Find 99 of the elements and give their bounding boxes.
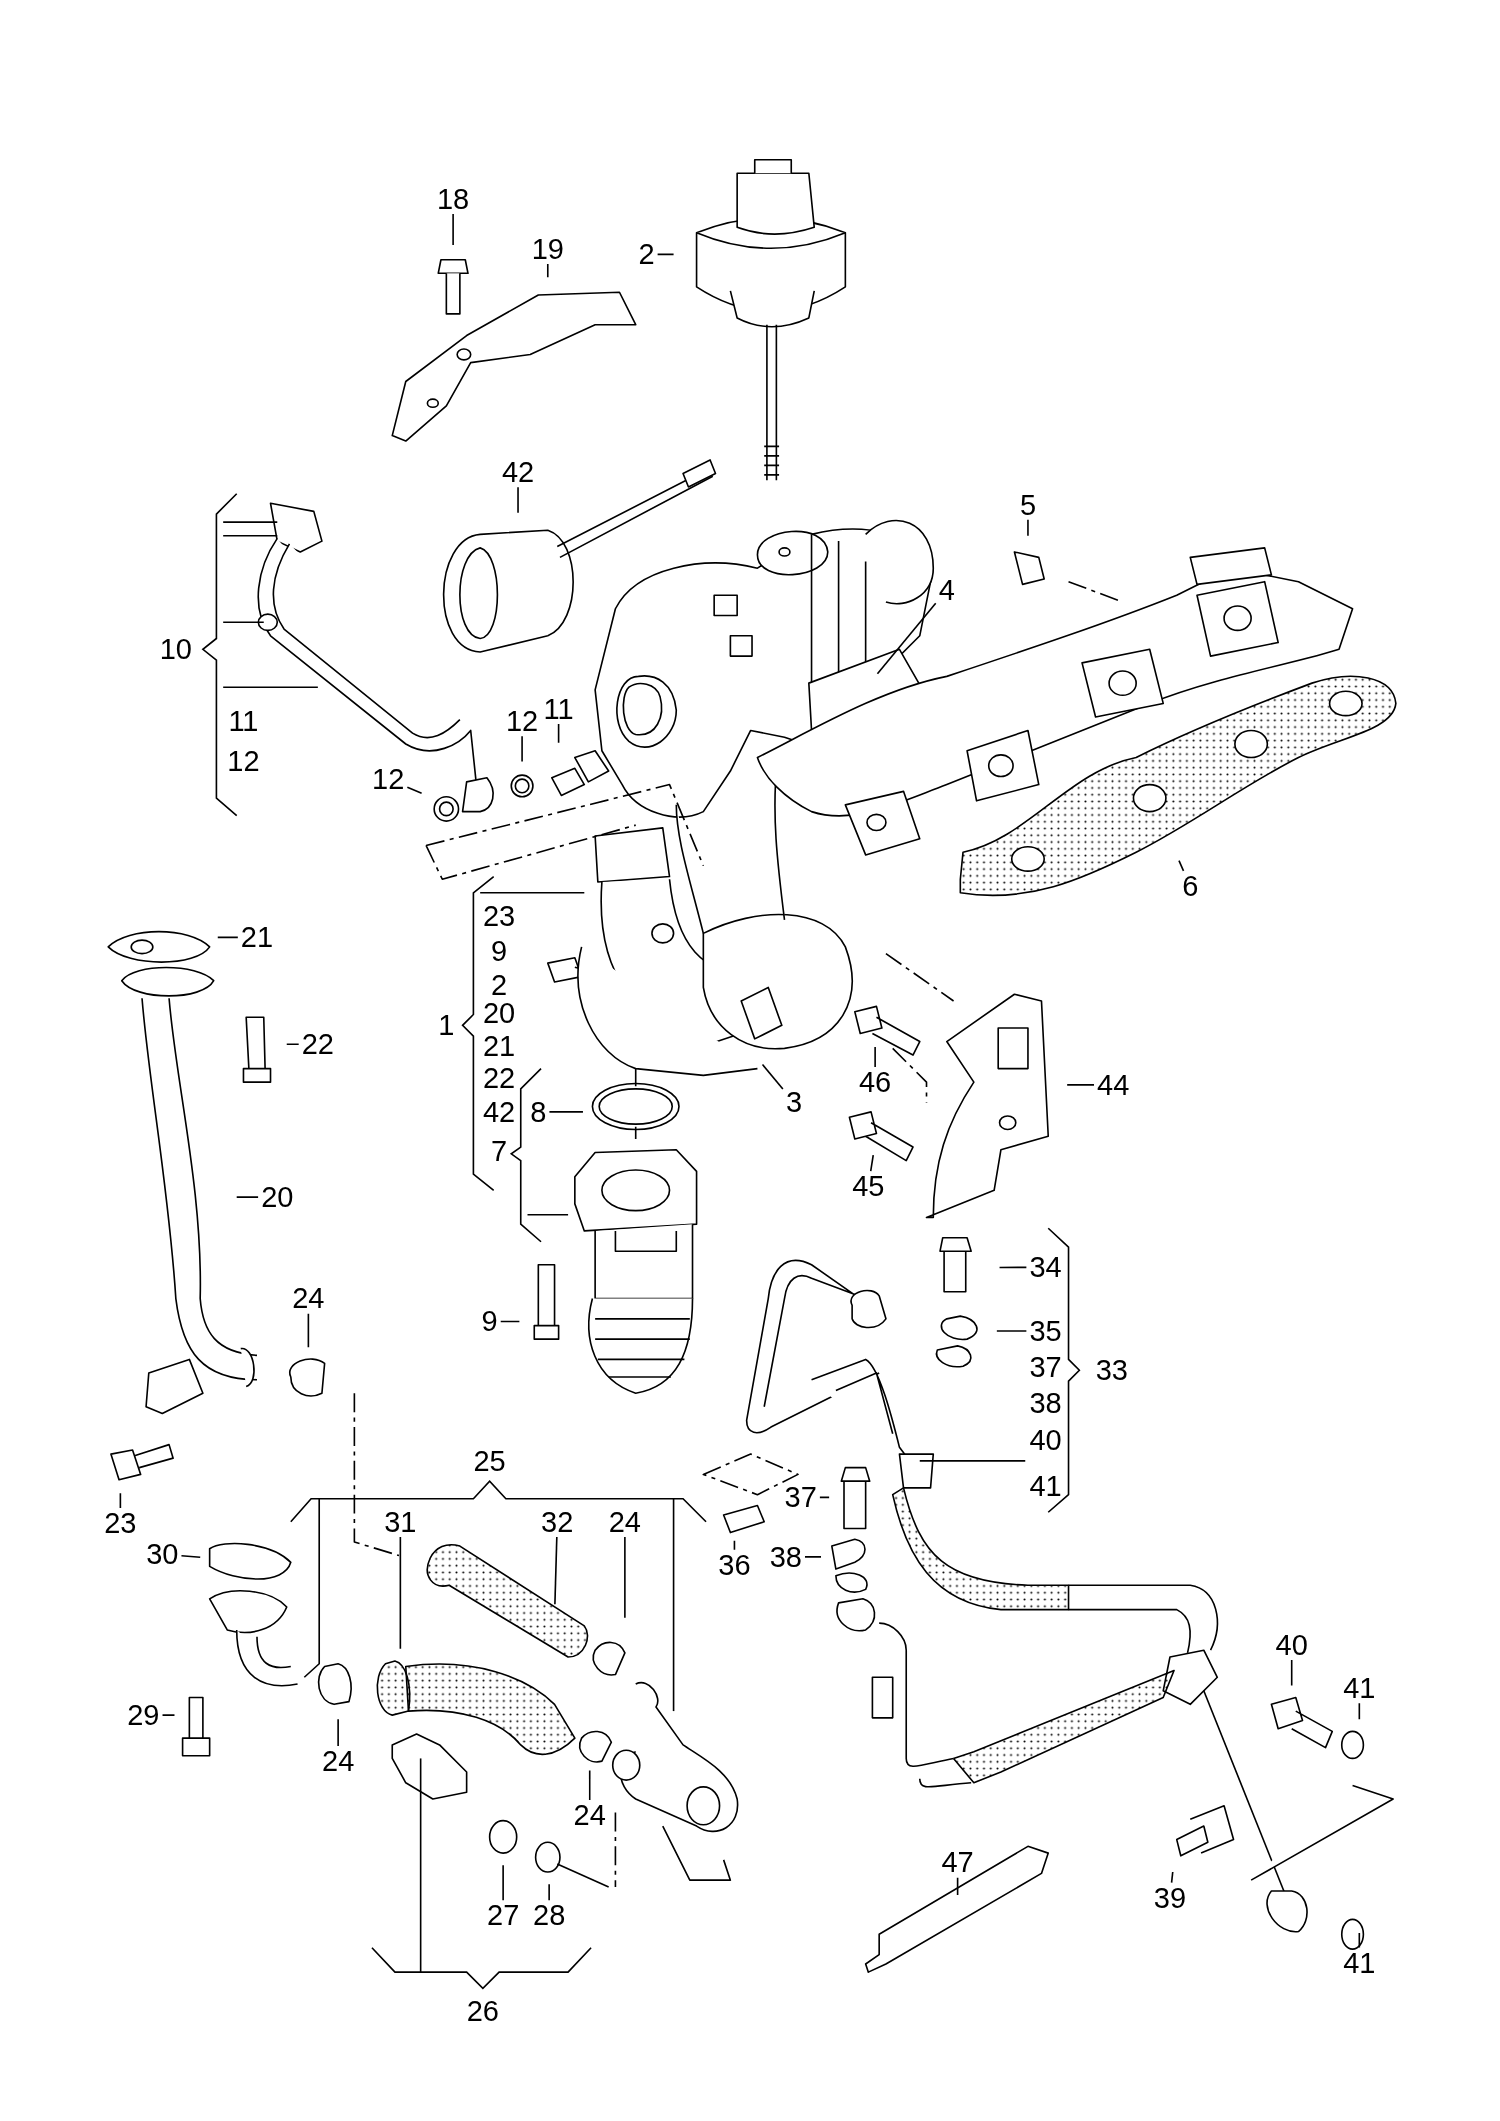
leader-line [119, 1492, 122, 1509]
callout-number: 42 [481, 1097, 517, 1127]
callout-number: 21 [239, 922, 275, 952]
callout-number: 41 [1028, 1471, 1063, 1501]
leader-line [624, 1536, 626, 1619]
leader-line [1358, 1932, 1361, 1949]
callout-number: 39 [1152, 1883, 1188, 1913]
leader-line [216, 936, 239, 939]
leader-line [761, 1063, 784, 1090]
leader-line [804, 1556, 822, 1558]
callout-number: 22 [300, 1029, 335, 1059]
callout-number: 2 [637, 239, 656, 269]
callout-number: 10 [158, 634, 193, 664]
callout-number: 38 [1028, 1388, 1063, 1418]
leader-line [548, 1111, 584, 1113]
callout-number: 38 [768, 1542, 803, 1572]
leader-line [548, 1883, 550, 1901]
callout-number: 12 [226, 747, 261, 776]
callout-number: 11 [542, 694, 575, 724]
callout-number: 45 [851, 1171, 886, 1201]
callout-number: 9 [490, 936, 509, 966]
callout-number: 28 [532, 1900, 567, 1930]
callout-number: 12 [371, 764, 406, 794]
callout-number: 37 [1028, 1352, 1063, 1382]
leader-line [869, 1154, 875, 1172]
leader-line [733, 1539, 736, 1551]
callout-number: 8 [529, 1097, 548, 1127]
callout-number: 42 [500, 457, 536, 487]
leader-line [874, 1046, 876, 1068]
callout-number: 33 [1094, 1355, 1129, 1385]
callout-number: 47 [940, 1848, 975, 1877]
leader-line [588, 1769, 591, 1801]
callout-number: 3 [784, 1087, 803, 1117]
callout-number: 31 [383, 1507, 418, 1537]
leader-line [502, 1864, 504, 1901]
leader-line [547, 263, 549, 279]
leader-line [399, 1536, 402, 1650]
leader-line [499, 1320, 521, 1323]
leader-line [452, 213, 454, 246]
callout-number: 44 [1096, 1070, 1131, 1100]
callout-number: 35 [1028, 1316, 1063, 1346]
leader-line [876, 602, 937, 675]
callout-number: 40 [1274, 1630, 1309, 1660]
callout-number: 46 [858, 1067, 893, 1097]
leader-line [1027, 518, 1029, 537]
callout-number: 24 [572, 1800, 607, 1830]
leader-line [285, 1043, 300, 1046]
callout-number: 34 [1028, 1252, 1063, 1282]
callout-number: 12 [504, 706, 540, 736]
leader-line [1170, 1871, 1174, 1884]
leader-line [656, 253, 675, 256]
callout-number: 20 [481, 998, 517, 1028]
callout-number: 36 [717, 1550, 752, 1580]
callout-number: 2 [490, 970, 509, 1000]
leader-line [1290, 1659, 1293, 1687]
leader-line [521, 735, 523, 763]
leader-line [956, 1876, 959, 1896]
callout-number: 9 [480, 1306, 499, 1336]
callout-number: 18 [436, 184, 471, 214]
leader-line [1178, 859, 1185, 872]
callout-number: 23 [481, 901, 517, 931]
callout-number: 5 [1018, 490, 1037, 519]
callout-number: 40 [1028, 1426, 1063, 1455]
leader-line [161, 1714, 176, 1716]
leader-line [557, 723, 560, 744]
callout-number: 19 [530, 234, 565, 264]
leader-line [819, 1496, 830, 1499]
callout-number: 29 [126, 1700, 161, 1730]
leader-line [406, 786, 423, 795]
leader-line [996, 1330, 1028, 1332]
callout-number: 22 [481, 1063, 517, 1093]
callout-number: 25 [472, 1446, 507, 1476]
callout-number: 26 [465, 1996, 500, 2026]
callout-number: 20 [260, 1182, 295, 1212]
callout-number: 24 [291, 1283, 326, 1313]
leader-line [307, 1312, 310, 1349]
callout-number: 23 [103, 1508, 138, 1538]
leader-line [554, 1536, 558, 1606]
callout-number: 6 [1181, 871, 1200, 901]
leader-line [998, 1266, 1028, 1269]
leader-line [180, 1554, 202, 1559]
callout-number: 27 [486, 1900, 521, 1930]
callout-number: 7 [490, 1136, 509, 1166]
callout-number: 41 [1342, 1948, 1377, 1978]
callout-number: 24 [321, 1746, 356, 1776]
leader-line [337, 1718, 339, 1747]
callout-number: 30 [145, 1539, 180, 1569]
callout-number: 4 [937, 575, 956, 605]
callout-number: 21 [481, 1031, 517, 1061]
leader-line [1358, 1702, 1361, 1720]
callout-number: 24 [607, 1507, 642, 1537]
leader-line [235, 1196, 259, 1198]
callout-number: 1 [437, 1010, 456, 1040]
callout-number: 41 [1342, 1673, 1377, 1703]
leader-line [517, 486, 519, 514]
callout-number: 37 [783, 1482, 818, 1512]
leader-line [1066, 1084, 1095, 1086]
callout-number: 32 [540, 1507, 575, 1537]
callout-number: 11 [227, 706, 260, 736]
